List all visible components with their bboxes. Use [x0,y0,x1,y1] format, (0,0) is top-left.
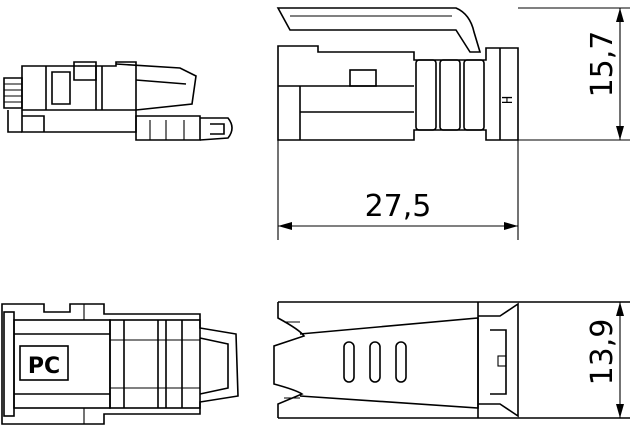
dimension-length-label: 27,5 [365,189,432,224]
view-side-right: H 15,7 27,5 [276,7,630,240]
view-side-left [3,61,233,141]
dimension-height-label: 15,7 [585,31,620,98]
view-top-left: PC [1,303,239,425]
view-top-right: 13,9 [273,301,630,419]
side-mark-h: H [501,96,516,104]
dimension-width-label: 13,9 [585,319,620,386]
pc-label: PC [28,354,60,379]
